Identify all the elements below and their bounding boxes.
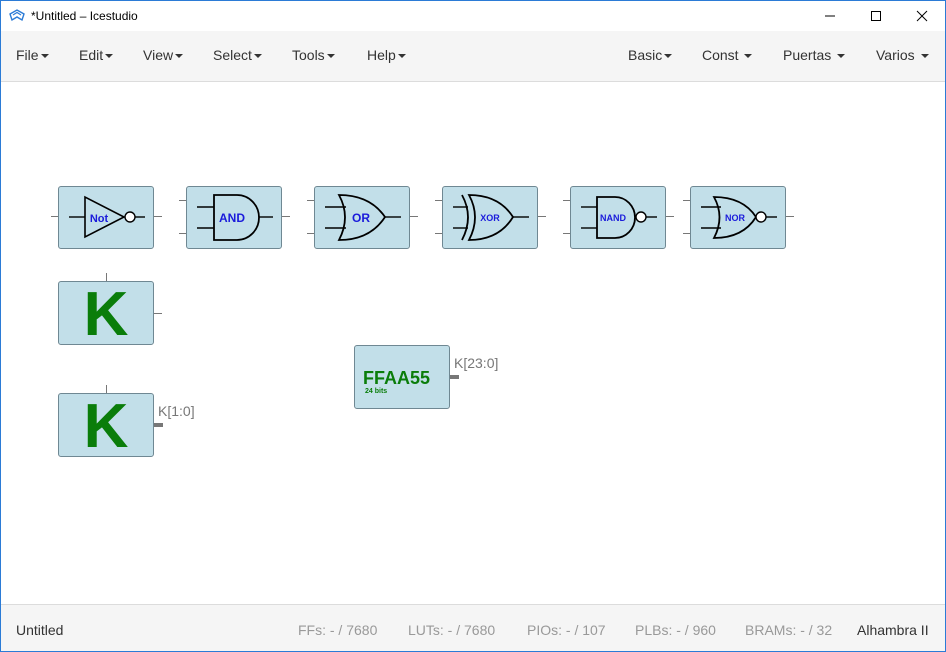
- menu-const-label: Const: [702, 47, 739, 63]
- gate-label: XOR: [480, 213, 500, 223]
- menu-select-label: Select: [213, 47, 252, 63]
- caret-down-icon: [744, 54, 753, 59]
- output-wire: [154, 216, 162, 217]
- input-wire: [563, 233, 571, 234]
- or-gate-icon: OR: [325, 194, 401, 241]
- hex-constant-block[interactable]: FFAA55 24 bits: [354, 345, 450, 409]
- menu-view[interactable]: View: [143, 47, 184, 63]
- nand-gate-icon: NAND: [581, 196, 657, 239]
- plbs-usage: PLBs: - / 960: [635, 622, 716, 638]
- output-port[interactable]: [154, 423, 163, 427]
- menu-tools-label: Tools: [292, 47, 325, 63]
- menu-varios-label: Varios: [876, 47, 915, 63]
- menu-select[interactable]: Select: [213, 47, 262, 63]
- luts-usage: LUTs: - / 7680: [408, 622, 496, 638]
- menu-help[interactable]: Help: [367, 47, 406, 63]
- caret-down-icon: [40, 54, 49, 59]
- input-wire: [683, 233, 691, 234]
- not-gate-icon: Not: [69, 195, 145, 239]
- xor-gate-icon: XOR: [453, 194, 529, 241]
- menu-edit[interactable]: Edit: [79, 47, 114, 63]
- icestudio-logo-icon: [9, 9, 25, 22]
- not-gate-block[interactable]: Not: [58, 186, 154, 249]
- output-wire: [666, 216, 674, 217]
- caret-down-icon: [920, 54, 929, 59]
- brams-usage: BRAMs: - / 32: [745, 622, 833, 638]
- maximize-icon: [871, 11, 881, 21]
- input-wire: [683, 200, 691, 201]
- output-wire: [538, 216, 546, 217]
- output-wire: [786, 216, 794, 217]
- title-bar: *Untitled – Icestudio: [1, 1, 945, 31]
- output-port[interactable]: [450, 375, 459, 379]
- menu-bar: File Edit View Select Tools Help Basic C…: [1, 31, 945, 82]
- caret-down-icon: [326, 54, 335, 59]
- menu-edit-label: Edit: [79, 47, 104, 63]
- design-canvas[interactable]: Not AND OR: [1, 82, 945, 604]
- gate-label: AND: [219, 211, 245, 225]
- nand-gate-block[interactable]: NAND: [570, 186, 666, 249]
- input-wire: [307, 200, 315, 201]
- constant-k-block[interactable]: K: [58, 280, 154, 349]
- constant-k-letter: K: [83, 280, 129, 349]
- parameter-wire: [106, 385, 107, 394]
- menu-file[interactable]: File: [16, 47, 49, 63]
- port-label: K[23:0]: [454, 355, 499, 371]
- menu-file-label: File: [16, 47, 39, 63]
- port-label: K[1:0]: [158, 403, 195, 419]
- parameter-wire: [106, 273, 107, 282]
- caret-down-icon: [175, 54, 184, 59]
- caret-down-icon: [397, 54, 406, 59]
- menu-puertas[interactable]: Puertas: [783, 47, 846, 63]
- and-gate-block[interactable]: AND: [186, 186, 282, 249]
- gate-label: OR: [352, 211, 370, 225]
- pios-usage: PIOs: - / 107: [527, 622, 606, 638]
- menu-tools[interactable]: Tools: [292, 47, 335, 63]
- board-selector[interactable]: Alhambra II: [857, 622, 929, 638]
- input-wire: [563, 200, 571, 201]
- input-wire: [179, 233, 187, 234]
- input-wire: [51, 216, 59, 217]
- output-wire: [282, 216, 290, 217]
- xor-gate-block[interactable]: XOR: [442, 186, 538, 249]
- caret-down-icon: [105, 54, 114, 59]
- caret-down-icon: [664, 54, 673, 59]
- caret-down-icon: [253, 54, 262, 59]
- input-wire: [307, 233, 315, 234]
- input-wire: [435, 233, 443, 234]
- menu-basic[interactable]: Basic: [628, 47, 673, 63]
- ffs-usage: FFs: - / 7680: [298, 622, 378, 638]
- gate-label: Not: [90, 213, 109, 225]
- or-gate-block[interactable]: OR: [314, 186, 410, 249]
- output-wire: [410, 216, 418, 217]
- gate-label: NAND: [600, 213, 626, 223]
- constant-bit-width: 24 bits: [365, 388, 388, 395]
- caret-down-icon: [837, 54, 846, 59]
- project-name: Untitled: [16, 622, 64, 638]
- nor-gate-block[interactable]: NOR: [690, 186, 786, 249]
- menu-view-label: View: [143, 47, 174, 63]
- menu-basic-label: Basic: [628, 47, 663, 63]
- menu-varios[interactable]: Varios: [876, 47, 929, 63]
- gate-label: NOR: [725, 213, 746, 223]
- menu-puertas-label: Puertas: [783, 47, 832, 63]
- nor-gate-icon: NOR: [701, 196, 777, 239]
- close-icon: [916, 10, 928, 22]
- menu-help-label: Help: [367, 47, 396, 63]
- output-wire: [154, 313, 162, 314]
- status-bar: Untitled FFs: - / 7680 LUTs: - / 7680 PI…: [1, 604, 945, 651]
- window-title: *Untitled – Icestudio: [31, 9, 138, 23]
- and-gate-icon: AND: [197, 194, 273, 241]
- minimize-icon: [825, 15, 835, 17]
- input-wire: [435, 200, 443, 201]
- close-button[interactable]: [899, 1, 945, 31]
- menu-const[interactable]: Const: [702, 47, 753, 63]
- input-wire: [179, 200, 187, 201]
- minimize-button[interactable]: [807, 1, 853, 31]
- constant-k-letter: K: [83, 392, 129, 461]
- constant-k-bus-block[interactable]: K: [58, 392, 154, 461]
- constant-value: FFAA55: [363, 368, 431, 388]
- maximize-button[interactable]: [853, 1, 899, 31]
